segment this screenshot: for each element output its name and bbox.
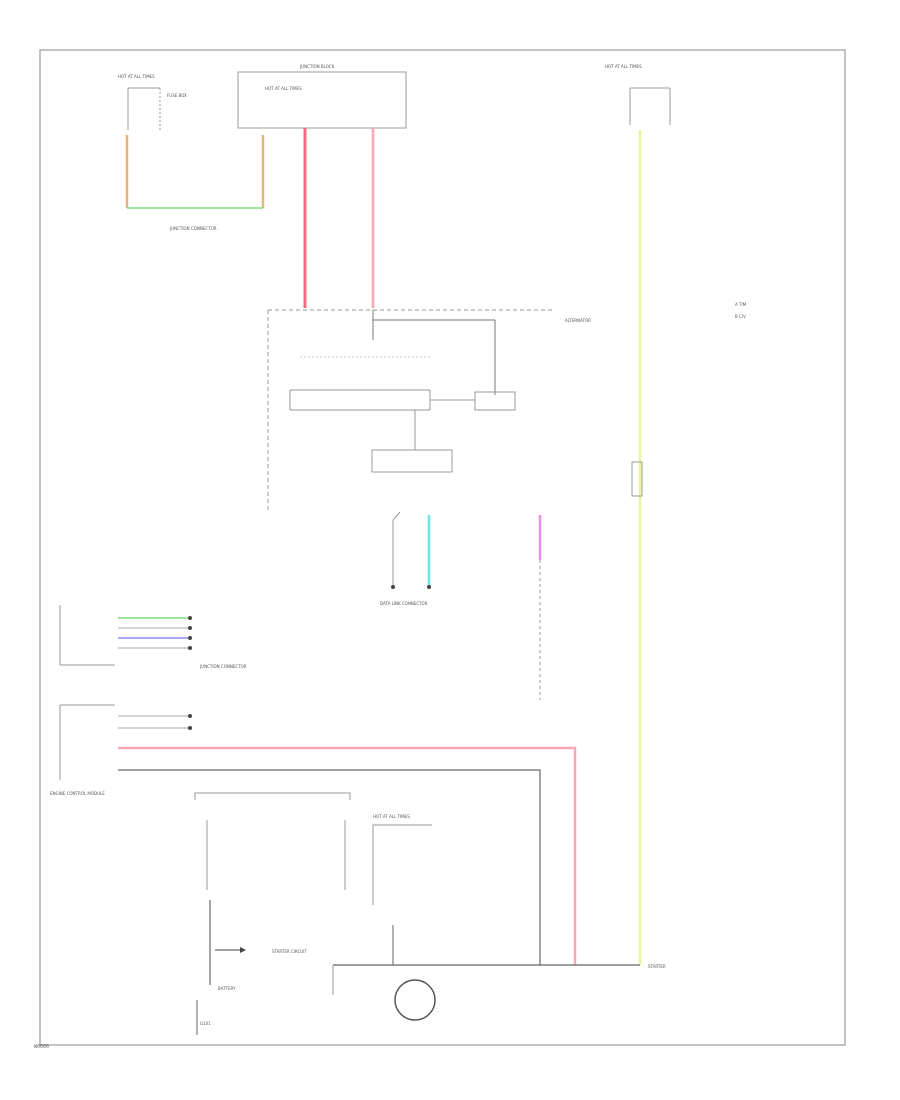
ecm-label: ENGINE CONTROL MODULE [50, 791, 105, 796]
starter-circuit-label: STARTER CIRCUIT [272, 949, 307, 954]
hot-label-center: HOT AT ALL TIMES [265, 86, 302, 91]
hot-label-left: HOT AT ALL TIMES [118, 74, 155, 79]
starter-motor [394, 979, 436, 1021]
data-link-connector-label: DATA LINK CONNECTOR [380, 601, 428, 606]
legend-a: A T/M [735, 302, 747, 307]
battery-label: BATTERY [218, 986, 236, 991]
top-right-fuse-block: HOT AT ALL TIMES [605, 64, 671, 125]
junction-connector-label-left: JUNCTION CONNECTOR [199, 664, 247, 669]
data-link-connector-group: DATA LINK CONNECTOR [380, 511, 431, 606]
hot-label-right: HOT AT ALL TIMES [605, 64, 642, 69]
alternator-block: ALTERNATOR [267, 309, 591, 510]
starter-battery-group: STARTER CIRCUIT BATTERY G101 [194, 792, 351, 1035]
junction-connector-label-top: JUNCTION CONNECTOR [169, 226, 217, 231]
ecm-connector-top [59, 605, 192, 666]
junction-block-box [237, 71, 407, 129]
alternator-label: ALTERNATOR [565, 318, 591, 323]
starter-block: HOT AT ALL TIMES STARTER [332, 814, 666, 1021]
wire-pink-ecm [118, 746, 577, 965]
junction-connector-right [631, 461, 643, 497]
ground-label: G101 [200, 1021, 211, 1026]
hot-label-bottom: HOT AT ALL TIMES [373, 814, 410, 819]
diagram-frame [39, 49, 846, 1046]
fuse-box-label-left: FUSE BOX [167, 93, 187, 98]
starter-label: STARTER [648, 964, 666, 969]
top-left-fuse-block: HOT AT ALL TIMES FUSE BOX [118, 74, 187, 130]
ecm-connector-bottom: ENGINE CONTROL MODULE [50, 704, 192, 796]
figure-code: W0000 [34, 1044, 50, 1050]
junction-block-label: JUNCTION BLOCK [299, 64, 335, 69]
wire-black-ecm [118, 769, 541, 965]
legend-b: B C/V [735, 314, 746, 319]
